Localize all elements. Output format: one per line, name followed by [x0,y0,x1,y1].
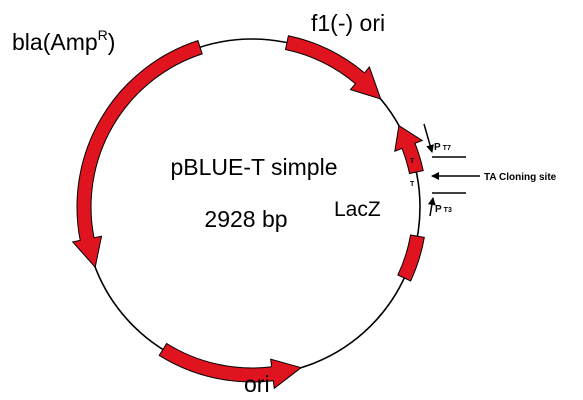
ta-cloning-site-label: TA Cloning site [484,172,557,183]
promoter-t7-arrow [423,123,434,153]
ori-label: ori [244,371,270,397]
promoter-t3-p: P [435,204,442,215]
feature-arcs [71,35,425,390]
promoter-t3-sub: T3 [444,207,452,214]
promoter-t7-p: P [434,142,441,153]
f1-ori-arc [284,35,382,100]
bla-label: bla(AmpR) [12,27,115,55]
bla-label-prefix: bla(Amp [12,29,98,55]
promoter-t7-sub: T7 [443,145,451,152]
bla-label-suffix: ) [108,29,116,55]
plasmid-name: pBLUE-T simple [170,154,337,180]
lacz-arc-upper [394,124,424,175]
f1-ori-label: f1(-) ori [311,10,385,36]
t-upper-mark: T [410,158,415,165]
ta-cloning-site: TA Cloning site [431,172,557,183]
promoter-t3-arrow [427,197,436,217]
bla-arc [71,39,203,269]
plasmid-size: 2928 bp [204,206,287,232]
bla-label-superscript: R [98,27,108,43]
lacz-arc-lower [397,234,425,282]
ori-arc [158,342,303,390]
t-lower-mark: T [410,181,415,188]
lacz-label: LacZ [334,198,381,221]
